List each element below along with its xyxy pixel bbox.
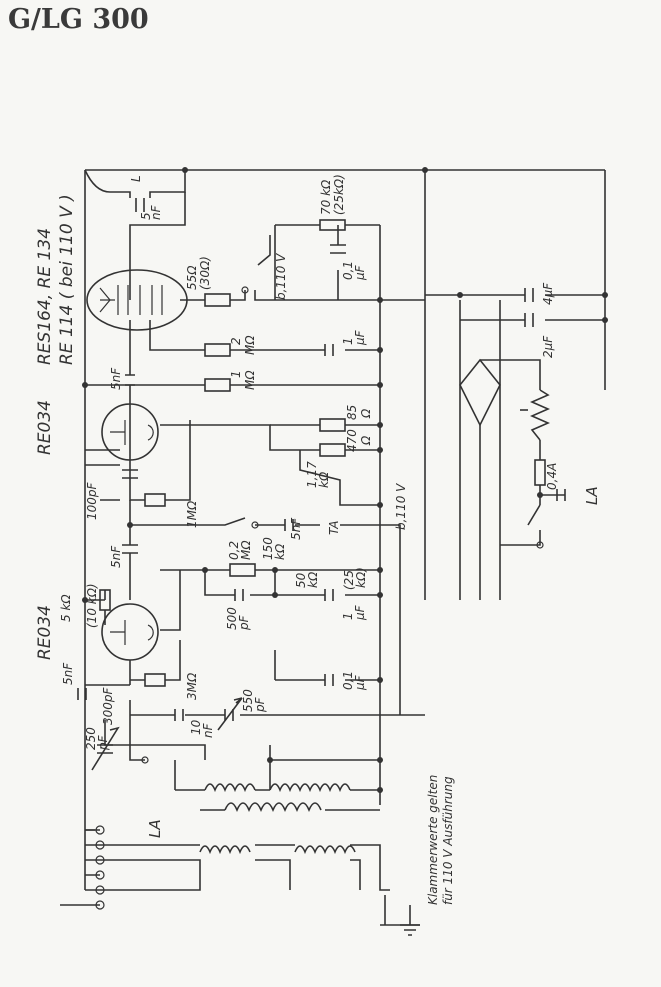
svg-text:µF: µF <box>353 329 367 346</box>
tube1-label-b: RE 114 ( bei 110 V ) <box>57 194 77 365</box>
svg-text:10: 10 <box>189 719 203 735</box>
svg-text:5 kΩ: 5 kΩ <box>59 594 73 622</box>
svg-text:50: 50 <box>294 572 308 588</box>
diagram-title: G/LG 300 <box>8 4 149 35</box>
svg-text:Ω: Ω <box>359 408 373 419</box>
svg-text:70 kΩ: 70 kΩ <box>319 179 333 215</box>
svg-text:nF: nF <box>149 204 163 220</box>
svg-text:5: 5 <box>139 212 153 220</box>
svg-text:LA: LA <box>583 486 601 505</box>
svg-text:µF: µF <box>353 264 367 281</box>
svg-text:MΩ: MΩ <box>243 335 257 355</box>
svg-text:470: 470 <box>345 429 359 452</box>
svg-text:0,4A: 0,4A <box>545 463 559 490</box>
labels: RES164, RE 134 RE 114 ( bei 110 V ) RE03… <box>35 174 601 905</box>
svg-text:5nF: 5nF <box>289 517 303 540</box>
svg-text:pF: pF <box>237 614 251 631</box>
svg-text:3MΩ: 3MΩ <box>185 672 199 700</box>
wiring <box>60 169 606 926</box>
svg-text:4µF: 4µF <box>541 282 555 305</box>
tube2-label: RE034 <box>35 400 55 455</box>
svg-text:pF: pF <box>96 734 110 751</box>
svg-text:für 110 V Ausführung: für 110 V Ausführung <box>441 776 455 905</box>
svg-text:kΩ: kΩ <box>317 471 331 488</box>
svg-text:kΩ): kΩ) <box>354 567 368 588</box>
svg-text:(30Ω): (30Ω) <box>198 256 212 290</box>
label-l: L <box>129 175 143 182</box>
svg-text:MΩ: MΩ <box>239 540 253 560</box>
tube-res164 <box>86 269 188 331</box>
tube-re034-upper <box>101 403 159 461</box>
svg-text:0,1: 0,1 <box>341 261 355 280</box>
svg-text:Klammerwerte gelten: Klammerwerte gelten <box>426 775 440 905</box>
svg-text:(10 kΩ): (10 kΩ) <box>85 583 99 628</box>
svg-text:b,110 V: b,110 V <box>394 483 408 530</box>
svg-text:0,2: 0,2 <box>227 541 241 560</box>
svg-text:1: 1 <box>341 337 355 345</box>
svg-text:5nF: 5nF <box>109 367 123 390</box>
svg-text:nF: nF <box>201 722 215 738</box>
svg-text:1: 1 <box>229 370 243 378</box>
svg-text:(25kΩ): (25kΩ) <box>332 174 346 215</box>
svg-text:µF: µF <box>353 674 367 691</box>
svg-text:TA: TA <box>327 521 341 535</box>
svg-text:µF: µF <box>353 604 367 621</box>
svg-text:2µF: 2µF <box>541 335 555 358</box>
svg-text:500: 500 <box>225 607 239 630</box>
svg-text:5nF: 5nF <box>109 545 123 568</box>
tube-re034-lower <box>101 603 159 661</box>
svg-text:55Ω: 55Ω <box>185 265 199 290</box>
svg-text:kΩ: kΩ <box>306 571 320 588</box>
components <box>77 167 608 936</box>
svg-text:100pF: 100pF <box>85 481 99 520</box>
tube1-label-a: RES164, RE 134 <box>35 228 55 365</box>
svg-text:(25: (25 <box>342 570 356 590</box>
tube3-label: RE034 <box>35 605 55 660</box>
svg-text:LA: LA <box>146 819 164 838</box>
svg-text:b,110 V: b,110 V <box>274 253 288 300</box>
svg-text:150: 150 <box>261 537 275 560</box>
svg-text:0,1: 0,1 <box>341 671 355 690</box>
svg-text:250: 250 <box>84 727 98 750</box>
svg-text:MΩ: MΩ <box>243 370 257 390</box>
svg-text:85: 85 <box>345 405 359 420</box>
svg-text:300pF: 300pF <box>101 686 115 725</box>
svg-text:pF: pF <box>253 696 267 713</box>
svg-text:550: 550 <box>241 689 255 712</box>
svg-text:1MΩ: 1MΩ <box>185 500 199 528</box>
svg-text:5nF: 5nF <box>61 662 75 685</box>
svg-text:1: 1 <box>341 612 355 620</box>
svg-text:Ω: Ω <box>359 435 373 446</box>
svg-text:1,17: 1,17 <box>305 461 319 488</box>
svg-text:kΩ: kΩ <box>273 543 287 560</box>
svg-text:2: 2 <box>229 337 243 345</box>
